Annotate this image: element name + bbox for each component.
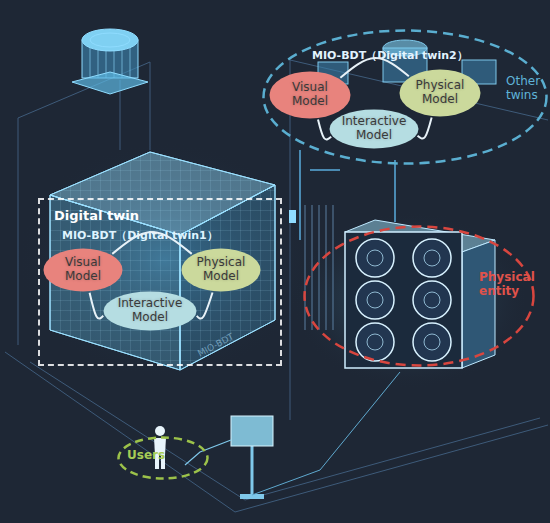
other-twins-ellipse: MIO-BDT（Digital twin2） Other twins Visual … [262,29,548,165]
link-curve [197,293,213,319]
link-curve [112,232,191,254]
node-label: Other twins [506,75,548,103]
ellipse-shape [182,249,261,292]
ellipse-shape [264,31,547,164]
ellipse-shape [119,438,208,479]
floor-watermark: MIO-BDT [196,331,235,358]
ellipse-shape [330,110,419,149]
ellipse-shape [104,292,197,331]
node-label: Digital twin [54,209,139,224]
building-outline [5,60,548,512]
glow [15,140,315,380]
glowing-cube [50,152,275,370]
ellipse-shape [400,70,481,117]
digital-twin-box: Digital twinMIO-BDT（Digital twin1） Visual… [38,198,282,366]
thermostat [289,210,296,223]
wall-grille [305,205,333,330]
model-ellipse: Visual Model [268,70,352,120]
link-curve [318,120,331,140]
model-label: Interactive Model [337,115,411,143]
model-ellipse: Visual Model [42,247,124,293]
node-label: Users [127,449,165,463]
node-label: MIO-BDT（Digital twin1） [62,230,218,243]
person-figure [154,426,166,469]
ellipse-shape [44,249,123,292]
model-label: Physical Model [189,256,253,284]
physical-entity-ellipse: Physical entity [303,225,535,367]
model-label: Interactive Model [111,297,189,325]
ellipse-shape [270,72,351,119]
model-ellipse: Interactive Model [102,290,198,332]
node-label: MIO-BDT（Digital twin2） [312,50,468,63]
model-ellipse: Interactive Model [328,108,420,150]
link-curve [340,58,408,78]
users-ellipse: Users [117,436,209,480]
rooftop-fan [72,29,148,94]
link-curve [90,293,104,319]
outdoor-unit [345,220,495,368]
control-screen [231,372,400,499]
model-label: Visual Model [277,81,343,109]
model-label: Physical Model [407,79,473,107]
link-curve [418,118,432,139]
model-ellipse: Physical Model [180,247,262,293]
node-label: Physical entity [479,271,541,299]
model-ellipse: Physical Model [398,68,482,118]
model-label: Visual Model [51,256,115,284]
